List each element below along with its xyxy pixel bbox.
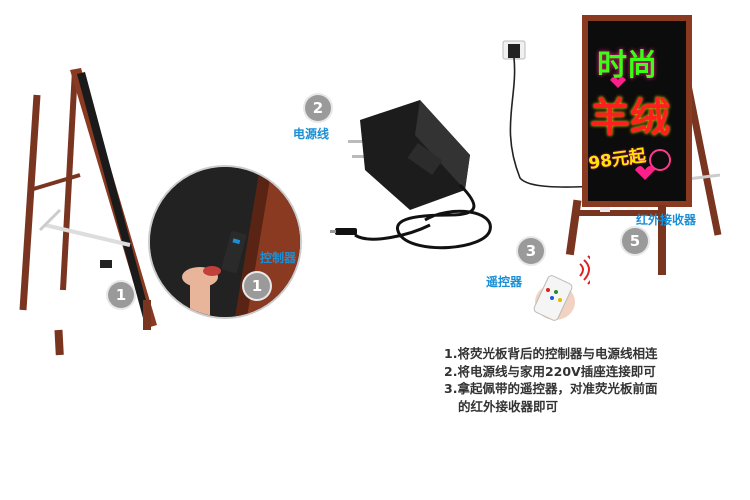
- left-board-stand: [19, 68, 157, 356]
- step-1-badge-zoom: 1: [244, 273, 270, 299]
- instruction-4: 的红外接收器即可: [458, 398, 559, 414]
- controller-zoom-circle: [148, 165, 302, 319]
- step-1-badge-stand: 1: [108, 282, 134, 308]
- controller-label: 控制器: [260, 251, 297, 265]
- instruction-1: 1.将荧光板背后的控制器与电源线相连: [444, 346, 658, 361]
- remote-label: 遥控器: [486, 275, 523, 289]
- neon-line-1: 时尚: [597, 48, 657, 83]
- neon-line-2: 羊绒: [590, 95, 670, 141]
- instruction-3: 3.拿起佩带的遥控器，对准荧光板前面: [444, 381, 658, 396]
- right-board-stand: [565, 15, 722, 275]
- remote-control: [533, 255, 590, 321]
- wall-socket: [502, 40, 601, 188]
- step-5-badge: 5: [622, 228, 648, 254]
- ir-receiver-label: 红外接收器: [636, 213, 697, 227]
- step-2-badge: 2: [305, 95, 331, 121]
- instructions: 1.将荧光板背后的控制器与电源线相连 2.将电源线与家用220V插座连接即可 3…: [444, 345, 657, 415]
- instruction-2: 2.将电源线与家用220V插座连接即可: [444, 363, 656, 379]
- power-cord-label: 电源线: [293, 127, 330, 141]
- power-adapter: [330, 100, 492, 250]
- step-3-badge: 3: [518, 238, 544, 264]
